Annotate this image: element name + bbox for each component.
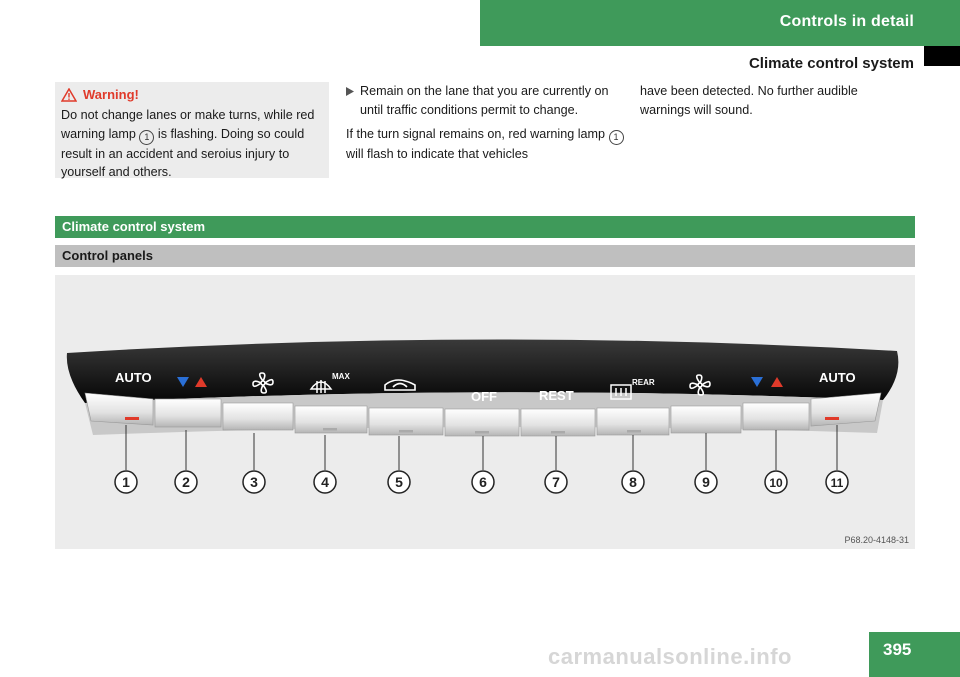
- header-band: [480, 0, 960, 46]
- temp-down-arrow-icon: [751, 377, 763, 387]
- page-number: 395: [869, 632, 960, 677]
- rest-label: REST: [539, 388, 574, 403]
- callout-number: 4: [321, 474, 329, 490]
- defrost-max-icon: [309, 380, 333, 393]
- column-2: Remain on the lane that you are currentl…: [346, 82, 626, 164]
- column-3: have been detected. No further audible w…: [640, 84, 858, 117]
- callout-circle: [387, 470, 411, 494]
- column2-text-start: If the turn signal remains on, red warni…: [346, 127, 606, 141]
- panel-button: [810, 392, 882, 427]
- warning-title: Warning!: [83, 87, 139, 102]
- led: [551, 431, 565, 434]
- callout-number: 1: [122, 474, 130, 490]
- callout-number: 6: [479, 474, 487, 490]
- callout-number: 2: [182, 474, 190, 490]
- red-led: [825, 417, 839, 420]
- max-label: MAX: [332, 372, 350, 381]
- panel-button: [84, 392, 154, 426]
- recirculation-icon: [384, 379, 416, 391]
- callout-number: 5: [395, 474, 403, 490]
- thumb-tab: [924, 46, 960, 66]
- callout-circle: [471, 470, 495, 494]
- callout-circle: [313, 470, 337, 494]
- section-heading-bar: Climate control system: [55, 216, 915, 238]
- callout-number: 3: [250, 474, 258, 490]
- bullet-item: Remain on the lane that you are currentl…: [346, 82, 626, 119]
- panel-button: [222, 402, 294, 431]
- led: [399, 430, 413, 433]
- rear-label: REAR: [632, 378, 655, 387]
- bullet-arrow-icon: [346, 87, 354, 96]
- watermark: carmanualsonline.info: [548, 644, 792, 669]
- lamp-ref-badge: 1: [139, 129, 155, 145]
- led: [323, 428, 337, 431]
- indicator-leds: [125, 417, 839, 434]
- fan-icon: [689, 374, 711, 396]
- warning-triangle-icon: [61, 87, 77, 102]
- callout-number: 7: [552, 474, 560, 490]
- off-label: OFF: [471, 389, 497, 404]
- panel-button: [670, 405, 742, 434]
- callout-circle: [764, 470, 788, 494]
- warning-text-end: is flashing. Doing so could result in an…: [61, 126, 305, 180]
- red-led: [125, 417, 139, 420]
- led: [627, 430, 641, 433]
- callout-circle: [174, 470, 198, 494]
- column2-paragraph: If the turn signal remains on, red warni…: [346, 125, 626, 164]
- section-title: Controls in detail: [779, 13, 914, 30]
- column2-text-end: will flash to indicate that vehicles: [346, 147, 529, 161]
- callout-circle: [694, 470, 718, 494]
- callout-number: 10: [769, 476, 783, 490]
- panel-labels: AUTO MAX OFF REST REAR AUTO: [115, 370, 856, 404]
- bullet-text: Remain on the lane that you are currentl…: [360, 84, 609, 117]
- callout-number: 8: [629, 474, 637, 490]
- control-panel-photo: AUTO MAX OFF REST REAR AUTO: [55, 275, 915, 549]
- panel-button: [154, 398, 222, 428]
- rear-defrost-icon: [610, 384, 632, 400]
- panel-button: [742, 402, 810, 431]
- auto-label-left: AUTO: [115, 370, 152, 385]
- callout-circle: [621, 470, 645, 494]
- callout-group: 1 2 3 4 5 6 7 8 9 10 11: [114, 425, 849, 494]
- led: [475, 431, 489, 434]
- warning-box: Warning! Do not change lanes or make tur…: [55, 82, 329, 179]
- fan-icon: [252, 372, 274, 394]
- temp-down-arrow-icon: [177, 377, 189, 387]
- photo-code: P68.20-4148-31: [844, 535, 909, 545]
- warning-text-start: Do not change lanes or make turns, while…: [61, 108, 315, 141]
- callout-circle: [114, 470, 138, 494]
- callout-circle: [825, 470, 849, 494]
- callout-circle: [544, 470, 568, 494]
- temp-up-arrow-icon: [195, 377, 207, 387]
- subsection-title: Climate control system: [748, 55, 914, 72]
- warning-heading: Warning!: [61, 87, 139, 102]
- lamp-ref-badge: 1: [608, 130, 624, 145]
- callout-circle: [242, 470, 266, 494]
- control-panel-illustration: AUTO MAX OFF REST REAR AUTO: [66, 339, 909, 545]
- panel-button: [294, 405, 368, 434]
- subsection-heading-bar: Control panels: [55, 245, 915, 267]
- callout-number: 9: [702, 474, 710, 490]
- warning-text: Do not change lanes or make turns, while…: [61, 106, 323, 182]
- callout-number: 11: [831, 476, 844, 490]
- temp-up-arrow-icon: [771, 377, 783, 387]
- auto-label-right: AUTO: [819, 370, 856, 385]
